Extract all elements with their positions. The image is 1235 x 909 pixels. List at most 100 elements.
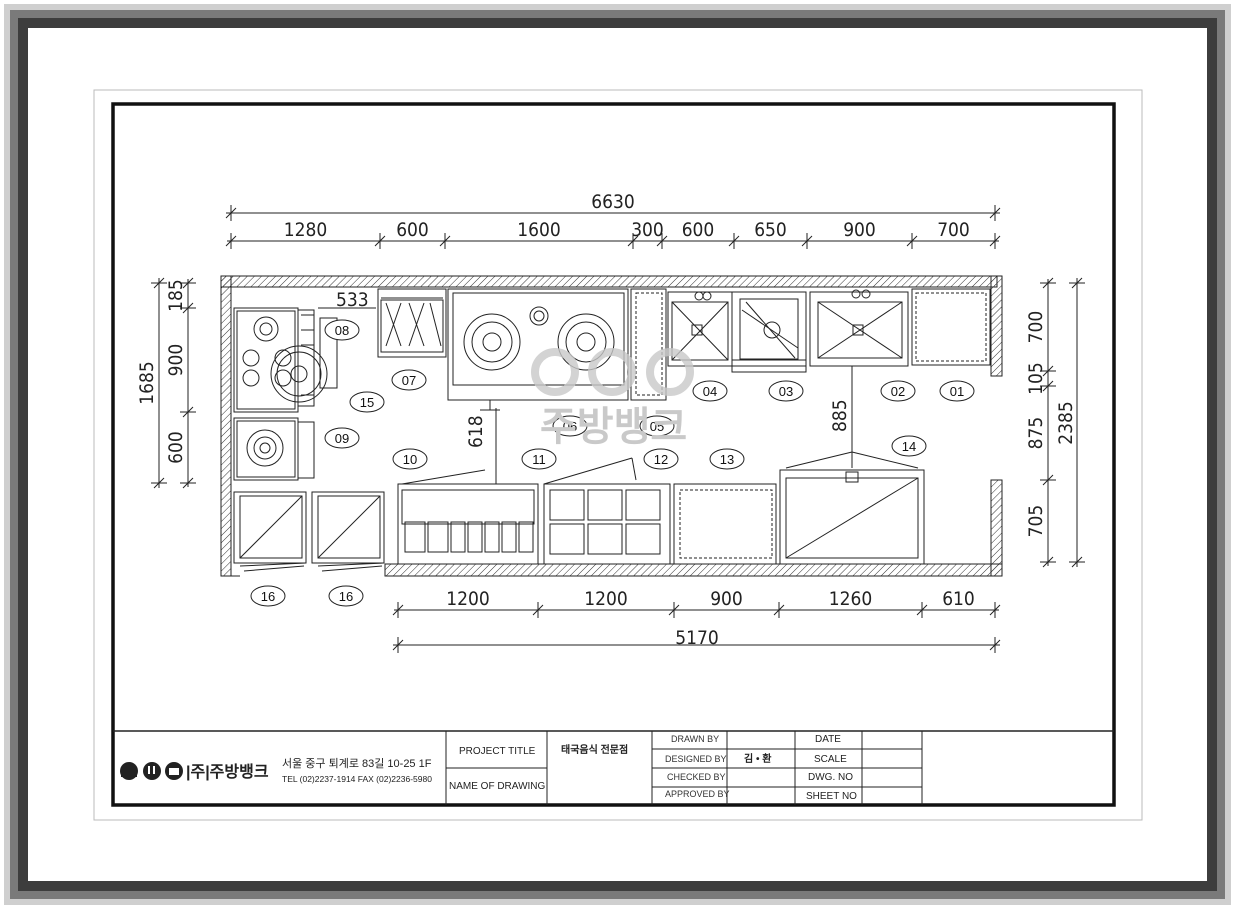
dimension-labels: 6630 1280 600 1600 300 600 650 900 700 1685 185 900… xyxy=(136,191,1077,649)
tag-balloon xyxy=(391,369,427,391)
tag-balloon xyxy=(324,319,360,341)
tag-balloon xyxy=(939,380,975,402)
dim-533: 533 xyxy=(336,289,369,311)
dim-right-total: 2385 xyxy=(1055,401,1077,445)
under-counter-fridges xyxy=(233,491,385,572)
project-title-label: PROJECT TITLE xyxy=(459,746,536,757)
sheet-no-label: SHEET NO xyxy=(806,791,857,802)
dish-rack-equipment xyxy=(377,288,447,358)
tag-label: 06 xyxy=(563,419,577,434)
tag-balloon xyxy=(349,391,385,413)
dim-left-seg-2: 600 xyxy=(165,431,187,464)
dim-top-seg-4: 600 xyxy=(682,219,715,241)
paper-border xyxy=(93,89,1143,821)
tag-label: 11 xyxy=(532,452,546,467)
title-block xyxy=(113,730,1114,805)
gas-range-equipment xyxy=(233,307,338,413)
tag-balloon xyxy=(709,448,745,470)
kitchen-walls xyxy=(220,275,1003,577)
sink-02 xyxy=(809,289,909,367)
designed-by-label: DESIGNED BY xyxy=(665,754,727,764)
tag-balloon xyxy=(692,380,728,402)
dimension-lines xyxy=(151,205,1085,653)
dim-right-seg-1: 105 xyxy=(1025,362,1047,395)
tag-label: 16 xyxy=(339,589,353,604)
dim-left-total: 1685 xyxy=(136,361,158,405)
dim-bottom-seg-3: 1260 xyxy=(829,588,873,610)
wok-range-equipment xyxy=(447,288,629,411)
tag-label: 01 xyxy=(950,384,964,399)
dim-right-seg-3: 705 xyxy=(1025,505,1047,538)
dim-top-seg-6: 900 xyxy=(843,219,876,241)
designer-name: 김 • 환 xyxy=(744,752,772,765)
brand-logo xyxy=(120,762,183,780)
tag-balloon xyxy=(880,380,916,402)
drawn-by-label: DRAWN BY xyxy=(671,734,719,744)
tag-balloon xyxy=(639,415,675,437)
inner-dimensions xyxy=(318,307,853,484)
work-table-13 xyxy=(673,483,777,565)
approved-by-label: APPROVED BY xyxy=(665,789,730,799)
dim-bottom-seg-2: 900 xyxy=(710,588,743,610)
refrigerator-14 xyxy=(779,451,925,565)
tag-label: 04 xyxy=(703,384,717,399)
tag-label: 13 xyxy=(720,452,734,467)
scale-label: SCALE xyxy=(814,754,847,765)
single-burner-equipment xyxy=(233,417,315,481)
company-phone: TEL (02)2237-1914 FAX (02)2236-5980 xyxy=(282,774,432,784)
tag-label: 07 xyxy=(402,373,416,388)
tag-label: 03 xyxy=(779,384,793,399)
company-address: 서울 중구 퇴계로 83길 10-25 1F xyxy=(282,757,432,770)
dim-885: 885 xyxy=(829,399,851,432)
drawing-border xyxy=(111,102,1116,807)
tag-label: 08 xyxy=(335,323,349,338)
date-label: DATE xyxy=(815,734,841,745)
dim-right-seg-0: 700 xyxy=(1025,311,1047,344)
tag-balloon xyxy=(643,448,679,470)
tag-label: 09 xyxy=(335,431,349,446)
tag-balloon xyxy=(328,585,364,607)
tag-label: 12 xyxy=(654,452,668,467)
name-of-drawing-label: NAME OF DRAWING xyxy=(449,781,546,792)
dwg-no-label: DWG. NO xyxy=(808,772,853,783)
tag-balloon xyxy=(521,448,557,470)
project-title-value: 태국음식 전문점 xyxy=(561,743,628,756)
dim-left-seg-1: 900 xyxy=(165,344,187,377)
tag-balloon xyxy=(768,380,804,402)
tag-label: 02 xyxy=(891,384,905,399)
dim-top-total: 6630 xyxy=(591,191,635,213)
checked-by-label: CHECKED BY xyxy=(667,772,726,782)
tag-label: 14 xyxy=(902,439,916,454)
brand-name: |주|주방뱅크 xyxy=(186,763,269,781)
tag-label: 10 xyxy=(403,452,417,467)
watermark-text: 주방뱅크 xyxy=(540,405,687,449)
tag-balloon xyxy=(552,415,588,437)
dim-top-seg-5: 650 xyxy=(754,219,787,241)
dim-top-seg-1: 600 xyxy=(396,219,429,241)
tag-balloon xyxy=(891,435,927,457)
tag-balloon xyxy=(324,427,360,449)
tag-balloon xyxy=(250,585,286,607)
tag-label: 15 xyxy=(360,395,374,410)
dim-top-seg-2: 1600 xyxy=(517,219,561,241)
dim-bottom-seg-4: 610 xyxy=(942,588,975,610)
tag-label: 16 xyxy=(261,589,275,604)
dim-top-seg-0: 1280 xyxy=(284,219,328,241)
dim-left-seg-0: 185 xyxy=(165,279,187,312)
dim-bottom-seg-0: 1200 xyxy=(446,588,490,610)
watermark-logo xyxy=(531,348,694,396)
dim-right-seg-2: 875 xyxy=(1025,417,1047,450)
work-table-01 xyxy=(911,288,991,366)
dim-top-seg-7: 700 xyxy=(937,219,970,241)
work-table-05 xyxy=(630,288,667,401)
tag-balloon xyxy=(392,448,428,470)
cold-table-10 xyxy=(397,483,539,565)
dim-top-seg-3: 300 xyxy=(631,219,664,241)
cold-table-12 xyxy=(543,483,671,565)
dim-bottom-total: 5170 xyxy=(675,627,719,649)
dim-618: 618 xyxy=(465,415,487,448)
dishwasher-03 xyxy=(731,291,807,373)
dim-bottom-seg-1: 1200 xyxy=(584,588,628,610)
